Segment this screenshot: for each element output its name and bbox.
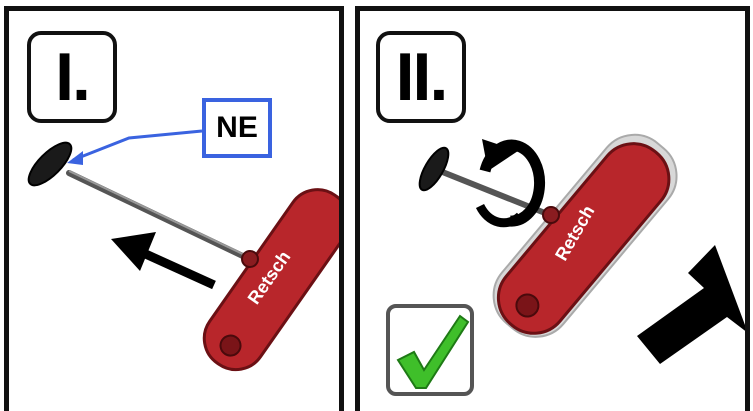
tool-illustration-2: Retsch: [418, 133, 745, 364]
disc: [27, 141, 73, 187]
left-arrow-icon: [111, 232, 216, 290]
handle-hole-2: [515, 293, 540, 318]
panel-step-1: I. Retsch NE: [4, 6, 344, 411]
rod-collar: [241, 250, 259, 268]
push-arrow-icon: [637, 245, 745, 364]
t-handle: [202, 188, 339, 372]
callout-arrow-icon: [67, 129, 203, 165]
step-label-1: I.: [27, 31, 117, 123]
checkmark-icon: [396, 314, 470, 389]
panel-step-2: II. Retsch: [355, 6, 750, 411]
handle-hole: [219, 334, 242, 357]
callout-label: NE: [202, 98, 272, 158]
t-handle-2: [496, 142, 671, 335]
step-label-2: II.: [376, 31, 466, 123]
rod-collar-2: [542, 206, 560, 224]
rod: [66, 170, 252, 262]
rotate-arrow-icon: [475, 139, 546, 228]
rod-highlight: [68, 170, 250, 258]
tool-illustration-1: Retsch: [27, 129, 339, 372]
disc-2: [418, 146, 450, 192]
checkmark-box: [386, 304, 474, 396]
